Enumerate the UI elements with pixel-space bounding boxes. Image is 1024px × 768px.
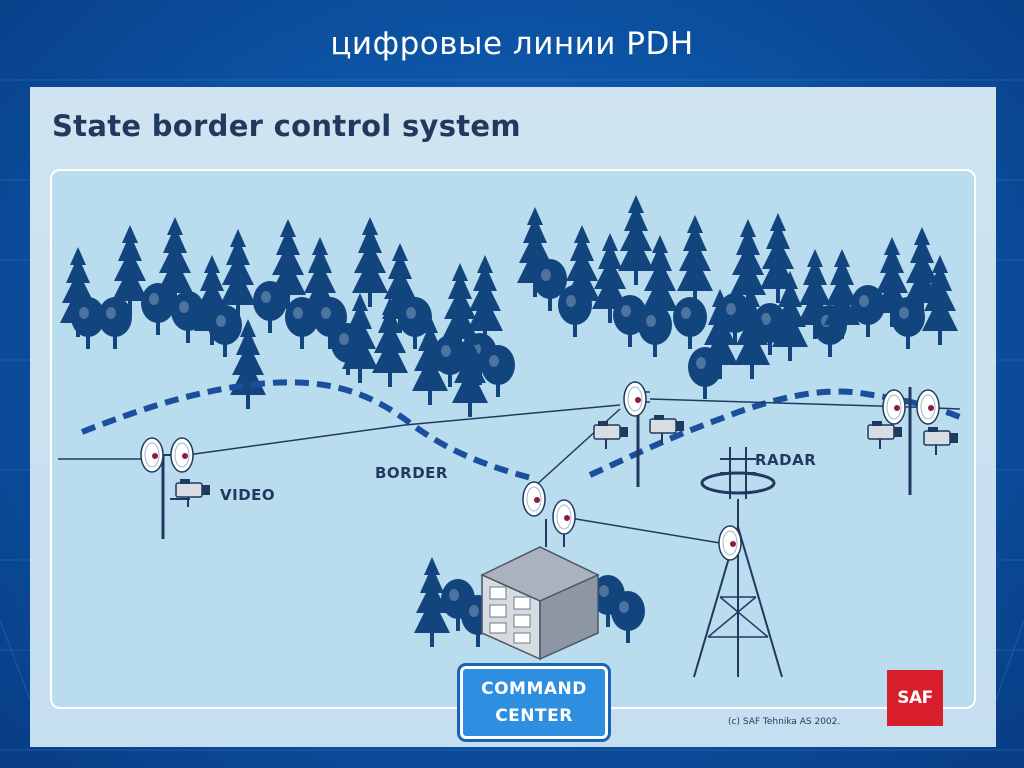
relay-mast	[593, 381, 685, 487]
video-camera-icon	[867, 420, 903, 450]
radar-label: RADAR	[755, 451, 817, 469]
video-camera-icon	[923, 426, 959, 456]
radio-dish-icon	[916, 389, 940, 425]
radio-links	[58, 398, 961, 544]
radio-dish-icon	[552, 499, 576, 535]
video-label: VIDEO	[220, 486, 276, 504]
video-camera-icon	[593, 420, 629, 450]
radio-dish-icon	[140, 437, 164, 473]
radio-dish-icon	[522, 481, 546, 517]
right-mast	[867, 387, 959, 495]
logo-text: SAF	[897, 688, 933, 708]
radio-dish-icon	[718, 525, 742, 561]
video-mast	[140, 437, 211, 539]
command-center-line1: COMMAND	[481, 678, 587, 699]
building-icon	[414, 481, 645, 661]
border-line	[80, 379, 962, 482]
border-scene	[58, 195, 962, 678]
saf-logo: SAF	[887, 670, 943, 726]
radio-dish-icon	[170, 437, 194, 473]
diagram-figure: State border control system	[30, 87, 996, 747]
forest	[60, 195, 958, 417]
radar-tower-icon	[693, 447, 783, 678]
copyright-text: (c) SAF Tehnika AS 2002.	[728, 717, 841, 727]
radio-dish-icon	[623, 381, 647, 417]
video-camera-icon	[649, 414, 685, 444]
video-camera-icon	[175, 478, 211, 508]
slide-title: цифровые линии PDH	[330, 26, 694, 62]
figure-title: State border control system	[52, 109, 521, 143]
command-center-line2: CENTER	[495, 705, 573, 726]
radio-dish-icon	[882, 389, 906, 425]
border-label: BORDER	[375, 464, 448, 482]
command-center-badge: COMMAND CENTER	[460, 666, 608, 739]
